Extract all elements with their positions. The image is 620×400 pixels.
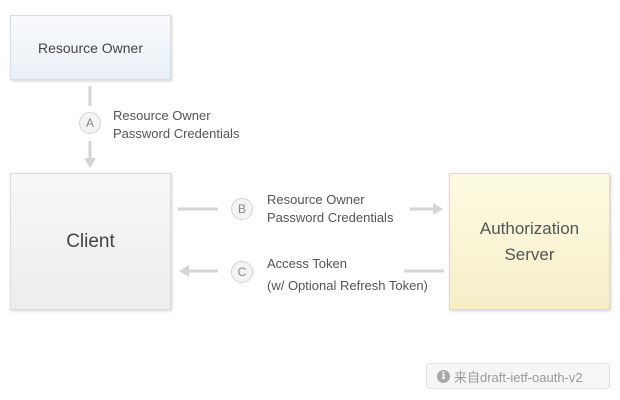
authorization-server-label-line2: Server: [504, 244, 555, 264]
authorization-server-label-line1: Authorization: [479, 218, 580, 238]
info-icon: i: [437, 369, 450, 383]
step-b-label-line1: Resource Owner: [267, 192, 365, 207]
arrow-c-head: [179, 265, 189, 277]
step-a-label: Resource Owner Password Credentials: [113, 107, 239, 143]
step-b-label: Resource Owner Password Credentials: [267, 191, 393, 227]
authorization-server-node: Authorization Server: [449, 173, 610, 310]
client-label: Client: [66, 230, 115, 252]
arrow-a-head: [84, 158, 96, 168]
resource-owner-node: Resource Owner: [10, 15, 171, 80]
step-a-badge: A: [79, 112, 101, 134]
step-b-label-line2: Password Credentials: [267, 210, 394, 225]
client-node: Client: [10, 173, 171, 310]
step-a-label-line1: Resource Owner: [113, 108, 211, 123]
step-c-badge: C: [231, 261, 253, 283]
step-c-label-line2: (w/ Optional Refresh Token): [267, 278, 428, 293]
arrow-b-head: [433, 203, 443, 215]
step-b-badge: B: [231, 198, 253, 220]
step-c-label: Access Token (w/ Optional Refresh Token): [267, 255, 428, 295]
step-c-label-line1: Access Token: [267, 256, 347, 271]
source-caption-text: 来自draft-ietf-oauth-v2: [454, 369, 583, 385]
resource-owner-label: Resource Owner: [37, 39, 144, 56]
step-a-label-line2: Password Credentials: [113, 126, 240, 141]
source-caption: i 来自draft-ietf-oauth-v2: [426, 363, 610, 389]
